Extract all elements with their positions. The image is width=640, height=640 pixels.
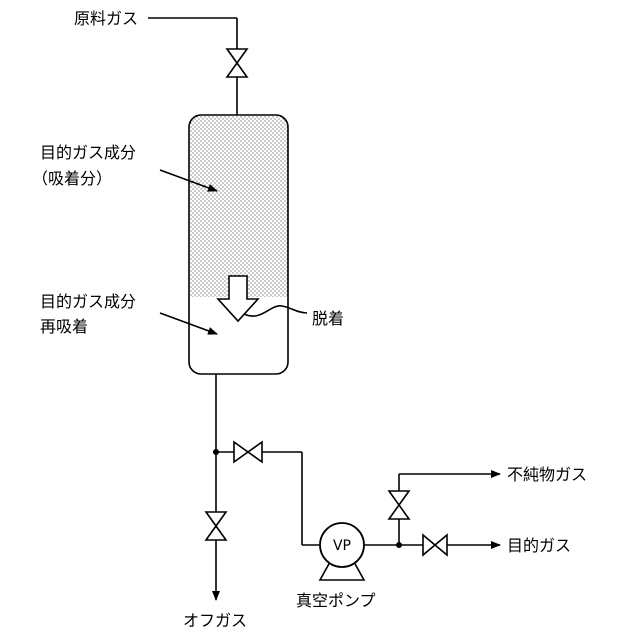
desorption-leader-line [244,306,307,316]
off-gas-line [213,374,219,600]
adsorbed-zone-hatch [189,115,288,297]
impurity-gas-label: 不純物ガス [507,465,587,484]
target-gas-label: 目的ガス [507,536,571,555]
target-component-label-line2: （吸着分） [32,169,112,188]
desorption-label: 脱着 [312,309,344,328]
feed-valve-icon[interactable] [227,49,247,77]
pump-suction-valve-icon[interactable] [234,442,262,462]
readsorb-label-line1: 目的ガス成分 [40,292,136,311]
pump-symbol-text: VP [333,538,351,554]
impurity-gas-valve-icon[interactable] [389,491,409,519]
feed-gas-label: 原料ガス [74,9,138,28]
target-gas-valve-icon[interactable] [423,535,447,555]
vacuum-pump-label: 真空ポンプ [296,591,376,610]
vacuum-pump-icon[interactable]: VP [320,523,364,580]
off-gas-label: オフガス [183,611,247,630]
adsorption-vessel [189,115,288,374]
readsorb-label-line2: 再吸着 [40,317,88,336]
feed-gas-line [148,18,237,115]
pump-discharge-line [364,474,500,548]
pump-suction-line [216,452,322,545]
off-gas-valve-icon[interactable] [206,512,226,540]
target-component-label-line1: 目的ガス成分 [40,143,136,162]
